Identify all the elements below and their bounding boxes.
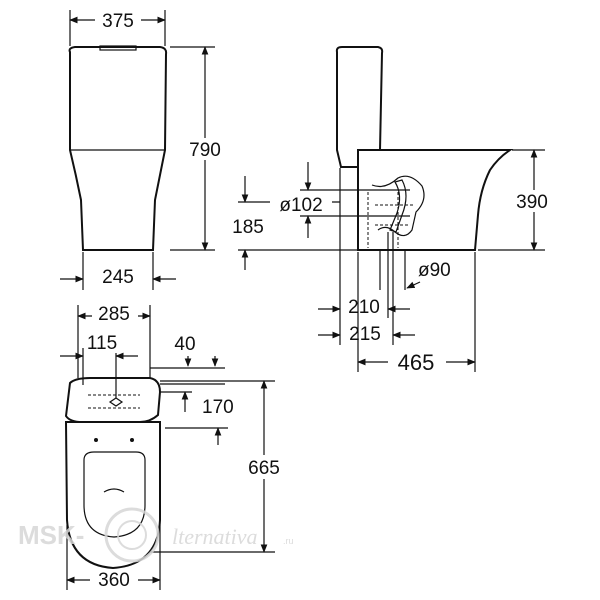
side-dim-465: 465 — [357, 252, 476, 375]
top-dim-170: 170 — [160, 391, 234, 445]
outlet-arc — [103, 488, 125, 493]
flush-valve-mark — [108, 397, 124, 407]
side-dim-215: 215 — [318, 232, 415, 345]
front-dim-245: 245 — [60, 252, 176, 290]
watermark-domain: .ru — [283, 536, 294, 546]
side-dim-390: 390 — [478, 149, 556, 251]
dim-label-285: 285 — [98, 304, 130, 325]
top-dim-115: 115 — [60, 333, 138, 398]
watermark-logo-ring — [104, 507, 160, 563]
dim-label-d102: ø102 — [279, 195, 322, 216]
front-dim-375: 375 — [69, 10, 166, 46]
watermark: MSK- lternativa .ru — [18, 507, 294, 563]
dim-label-40: 40 — [174, 334, 195, 355]
top-dim-40: 40 — [150, 334, 225, 385]
dim-label-390: 390 — [516, 192, 548, 213]
dim-label-465: 465 — [398, 350, 435, 375]
tank-hidden-lines — [88, 394, 140, 409]
flush-button — [99, 45, 137, 51]
dim-label-115: 115 — [87, 333, 117, 354]
side-view — [335, 46, 514, 251]
top-dim-360: 360 — [66, 525, 161, 591]
side-bowl-outline — [357, 149, 514, 251]
top-dim-665: 665 — [150, 380, 288, 553]
dim-label-215: 215 — [349, 324, 381, 345]
fixing-hole-right — [130, 438, 134, 442]
front-view — [68, 45, 168, 251]
dim-label-245: 245 — [102, 267, 134, 288]
side-dim-210: 210 — [318, 168, 410, 345]
inlet-pipe — [389, 179, 407, 233]
side-tank-outline — [335, 46, 384, 168]
outlet-hidden-lines — [367, 192, 399, 248]
dim-label-170: 170 — [202, 397, 234, 418]
fixing-hole-left — [94, 438, 98, 442]
side-dim-102: ø102 — [270, 162, 410, 238]
watermark-brand-left: MSK- — [18, 520, 84, 550]
watermark-brand-right: lternativa — [172, 524, 258, 549]
seat-opening — [83, 451, 146, 538]
dim-label-360: 360 — [98, 570, 130, 591]
dim-label-210: 210 — [348, 297, 380, 318]
dim-label-375: 375 — [102, 11, 134, 32]
side-dim-d90: ø90 — [379, 250, 451, 290]
watermark-logo-inner — [117, 520, 147, 550]
dim-label-d90: ø90 — [418, 260, 451, 281]
top-view — [64, 377, 162, 570]
dim-label-185: 185 — [232, 217, 264, 238]
top-dim-285: 285 — [77, 304, 151, 378]
front-dim-790: 790 — [170, 46, 227, 251]
dim-label-790: 790 — [189, 140, 221, 161]
front-view-outline — [68, 46, 168, 251]
dim-label-665: 665 — [248, 458, 280, 479]
